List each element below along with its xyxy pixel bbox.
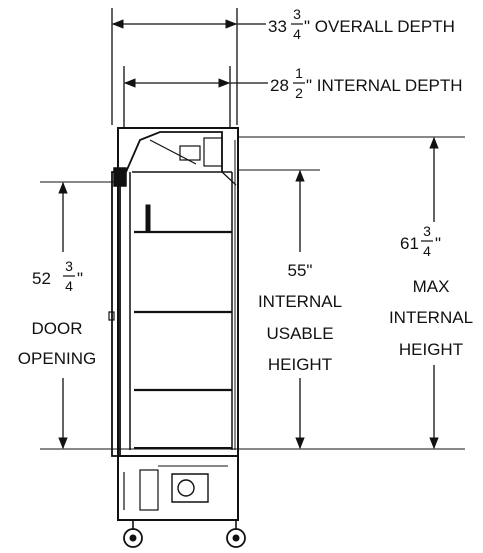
door-opening-line2: OPENING (18, 349, 96, 368)
door-opening-whole: 52 (32, 269, 51, 288)
max-height-label: 61 3 4 " MAX INTERNAL HEIGHT (389, 223, 473, 359)
door-opening-line1: DOOR (32, 319, 83, 338)
internal-depth-whole: 28 (270, 76, 289, 95)
usable-height-label: 55" INTERNAL USABLE HEIGHT (258, 261, 342, 374)
overall-depth-suffix: " OVERALL DEPTH (304, 17, 455, 36)
internal-depth-label: 28 1 2 " INTERNAL DEPTH (270, 65, 463, 101)
housing-slope (221, 171, 237, 186)
door-hinge (113, 167, 127, 187)
door-opening-suffix: " (77, 269, 83, 288)
max-height-line1: MAX (413, 277, 450, 296)
usable-height-line3: HEIGHT (268, 355, 332, 374)
internal-depth-denominator: 2 (295, 85, 303, 101)
height-extension-lines (40, 136, 465, 450)
internal-depth-suffix: " INTERNAL DEPTH (306, 76, 463, 95)
max-height-suffix: " (435, 234, 441, 253)
compressor (171, 473, 209, 503)
caster-rear-wheel (226, 528, 246, 548)
caster-front-hub (129, 534, 137, 542)
max-height-numerator: 3 (423, 223, 431, 239)
max-height-line3: HEIGHT (399, 340, 463, 359)
max-height-whole: 61 (400, 234, 419, 253)
compressor-dome (177, 479, 195, 497)
caster-front-wheel (123, 528, 143, 548)
overall-depth-label: 33 3 4 " OVERALL DEPTH (268, 6, 455, 42)
door-opening-numerator: 3 (65, 258, 73, 274)
internal-depth-numerator: 1 (295, 65, 303, 81)
usable-height-value: 55" (288, 261, 313, 280)
door-opening-label: 52 3 4 " DOOR OPENING (18, 258, 96, 368)
evaporator-coil (203, 137, 223, 167)
door-handle (108, 311, 115, 321)
overall-depth-denominator: 4 (293, 26, 301, 42)
evaporator-fan (179, 145, 201, 161)
shelf-bracket (145, 204, 151, 232)
overall-depth-dimension (111, 8, 266, 125)
overall-depth-numerator: 3 (293, 6, 301, 22)
max-height-line2: INTERNAL (389, 308, 473, 327)
usable-height-line2: USABLE (266, 324, 333, 343)
max-height-denominator: 4 (423, 243, 431, 259)
door-opening-denominator: 4 (65, 278, 73, 294)
internal-depth-dimension (123, 66, 268, 128)
condenser-coil (139, 469, 159, 511)
machine-compartment (117, 455, 239, 521)
caster-rear-hub (232, 534, 240, 542)
usable-height-line1: INTERNAL (258, 292, 342, 311)
overall-depth-whole: 33 (268, 17, 287, 36)
cabinet-outline (117, 127, 239, 457)
refrigerator-body (108, 127, 246, 548)
